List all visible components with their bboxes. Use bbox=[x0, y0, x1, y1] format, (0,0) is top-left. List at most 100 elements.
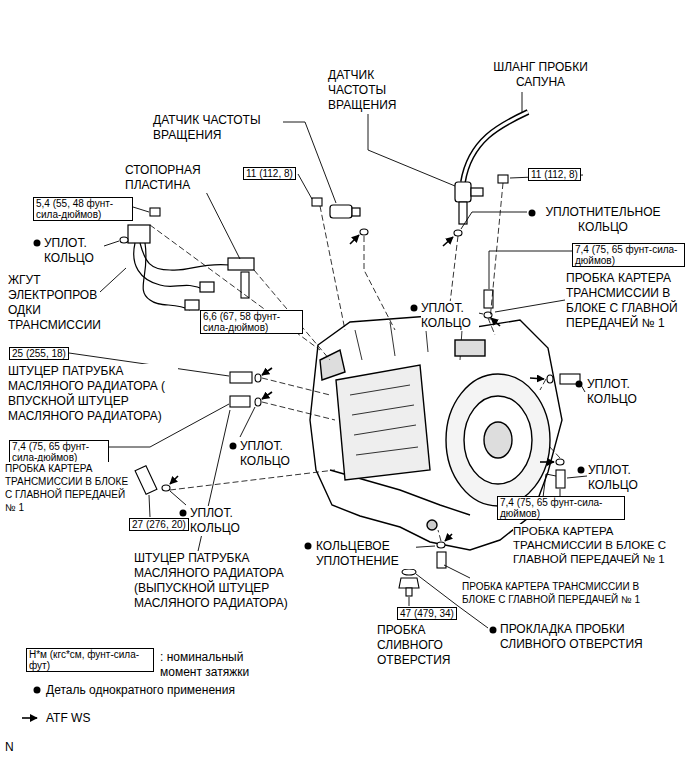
transmission-housing bbox=[350, 385, 418, 455]
leader-line bbox=[489, 251, 572, 289]
speed-sensor bbox=[471, 188, 483, 196]
assembly-line bbox=[438, 530, 441, 541]
part-label: ПРОБКА КАРТЕРА ТРАНСМИССИИ В БЛОКЕ С ГЛА… bbox=[5, 462, 130, 514]
breather-hose bbox=[463, 112, 528, 182]
leader-line bbox=[133, 207, 149, 212]
leader-line bbox=[567, 476, 587, 478]
torque-box: Н*м (кгс*см, фунт-сила-фут) bbox=[26, 648, 154, 672]
fitting bbox=[406, 588, 412, 596]
atf-ws-arrow bbox=[262, 368, 272, 375]
bolt bbox=[498, 175, 508, 183]
o-ring bbox=[556, 459, 564, 465]
torque-value: 27 (276, 20) bbox=[132, 519, 186, 530]
speed-sensor bbox=[352, 208, 360, 216]
torque-box: 11 (112, 8) bbox=[528, 168, 581, 181]
fitting bbox=[556, 470, 565, 488]
bolt bbox=[241, 272, 249, 298]
fitting bbox=[399, 578, 419, 588]
atf-ws-arrow bbox=[22, 717, 37, 719]
torque-box: 5,4 (55, 48 фунт-сила-дюймов) bbox=[33, 197, 133, 221]
torque-value: 7,4 (75, 65 фунт-сила-дюймов) bbox=[12, 441, 106, 463]
leader-line bbox=[283, 122, 336, 203]
leader-line bbox=[240, 407, 255, 437]
one-time-use-dot bbox=[305, 543, 312, 550]
bolt bbox=[150, 208, 160, 216]
transmission-housing bbox=[464, 396, 532, 484]
wire-harness bbox=[128, 225, 254, 310]
part-label: ПРОКЛАДКА ПРОБКИ СЛИВНОГО ОТВЕРСТИЯ bbox=[500, 622, 660, 652]
legend-text: Деталь однократного применения bbox=[46, 683, 235, 698]
torque-box: 25 (255, 18) bbox=[9, 347, 69, 360]
one-time-use-dot bbox=[411, 305, 418, 312]
leader-line bbox=[69, 92, 587, 628]
one-time-use-dot bbox=[230, 443, 237, 450]
leader-line bbox=[149, 495, 150, 517]
leader-line bbox=[522, 92, 523, 113]
speed-sensor bbox=[330, 205, 352, 218]
torque-value: Н*м (кгс*см, фунт-сила-фут) bbox=[29, 649, 151, 671]
o-ring bbox=[454, 230, 462, 236]
leader-line bbox=[409, 597, 410, 606]
part-label: УПЛОТ. КОЛЬЦО bbox=[190, 506, 250, 536]
assembly-line bbox=[548, 445, 560, 458]
one-time-use-dot bbox=[34, 240, 41, 247]
torque-value: 7,4 (75, 65 фунт-сила-дюймов) bbox=[575, 244, 682, 266]
torque-box: 7,4 (75, 65 фунт-сила-дюймов) bbox=[9, 440, 109, 464]
fitting bbox=[230, 396, 250, 407]
assembly-line bbox=[540, 379, 546, 390]
one-time-use-dot bbox=[180, 510, 187, 517]
part-label: СТОПОРНАЯ ПЛАСТИНА bbox=[125, 163, 220, 193]
wire-harness bbox=[185, 300, 199, 310]
one-time-use-dot bbox=[34, 687, 41, 694]
leader-line bbox=[100, 268, 126, 292]
atf-ws-arrow bbox=[540, 461, 554, 463]
o-ring bbox=[255, 374, 261, 382]
part-label: УПЛОТНИТЕЛЬНОЕ КОЛЬЦО bbox=[538, 205, 668, 235]
part-label: ДАТЧИК ЧАСТОТЫ ВРАЩЕНИЯ bbox=[153, 113, 278, 143]
transmission-housing bbox=[336, 365, 430, 480]
assembly-line bbox=[150, 225, 320, 350]
atf-ws-arrow bbox=[491, 318, 500, 326]
transmission-housing bbox=[427, 520, 437, 530]
part-label: УПЛОТ. КОЛЬЦО bbox=[44, 236, 104, 266]
part-label: ПРОБКА КАРТЕРА ТРАНСМИССИИ В БЛОКЕ С ГЛА… bbox=[462, 580, 672, 606]
figure-code: N bbox=[5, 740, 14, 755]
atf-ws-arrow bbox=[443, 237, 453, 246]
assembly-line bbox=[364, 236, 395, 330]
one-time-use-dot bbox=[529, 210, 536, 217]
bolt bbox=[150, 175, 508, 298]
atf-ws-arrow bbox=[262, 392, 272, 399]
o-ring bbox=[120, 237, 128, 243]
o-ring bbox=[120, 229, 564, 575]
legend-text: ATF WS bbox=[46, 711, 90, 726]
wire-harness bbox=[200, 282, 214, 292]
one-time-use-dot bbox=[490, 627, 497, 634]
bolt bbox=[312, 198, 322, 206]
torque-value: 6,6 (67, 58 фунт-сила-дюймов) bbox=[203, 311, 300, 333]
part-label: УПЛОТ. КОЛЬЦО bbox=[421, 301, 479, 331]
speed-sensor bbox=[455, 182, 471, 202]
part-label: ШЛАНГ ПРОБКИ САПУНА bbox=[478, 60, 603, 90]
wire-harness bbox=[228, 258, 254, 270]
assembly-line bbox=[262, 402, 335, 420]
torque-box: 11 (112, 8) bbox=[243, 167, 296, 180]
o-ring bbox=[437, 542, 445, 548]
torque-value: 47 (479, 34) bbox=[400, 608, 454, 619]
torque-value: 11 (112, 8) bbox=[531, 169, 578, 180]
torque-value: 11 (112, 8) bbox=[246, 168, 293, 179]
torque-box: 6,6 (67, 58 фунт-сила-дюймов) bbox=[200, 310, 303, 334]
part-label: ШТУЦЕР ПАТРУБКА МАСЛЯНОГО РАДИАТОРА (ВЫП… bbox=[134, 551, 304, 611]
wire-harness bbox=[140, 243, 230, 270]
atf-ws-arrow bbox=[170, 476, 178, 484]
wire-harness bbox=[134, 243, 205, 290]
wire-harness bbox=[143, 243, 190, 310]
part-label: УПЛОТ. КОЛЬЦО bbox=[588, 463, 648, 493]
part-label: ПРОБКА КАРТЕРА ТРАНСМИССИИ В БЛОКЕ С ГЛА… bbox=[566, 271, 686, 331]
assembly-line bbox=[320, 206, 345, 330]
o-ring bbox=[547, 375, 553, 383]
one-time-use-dot bbox=[576, 381, 583, 388]
torque-value: 5,4 (55, 48 фунт-сила-дюймов) bbox=[36, 198, 130, 220]
part-label: ПРОБКА СЛИВНОГО ОТВЕРСТИЯ bbox=[377, 623, 477, 668]
o-ring bbox=[360, 229, 368, 235]
